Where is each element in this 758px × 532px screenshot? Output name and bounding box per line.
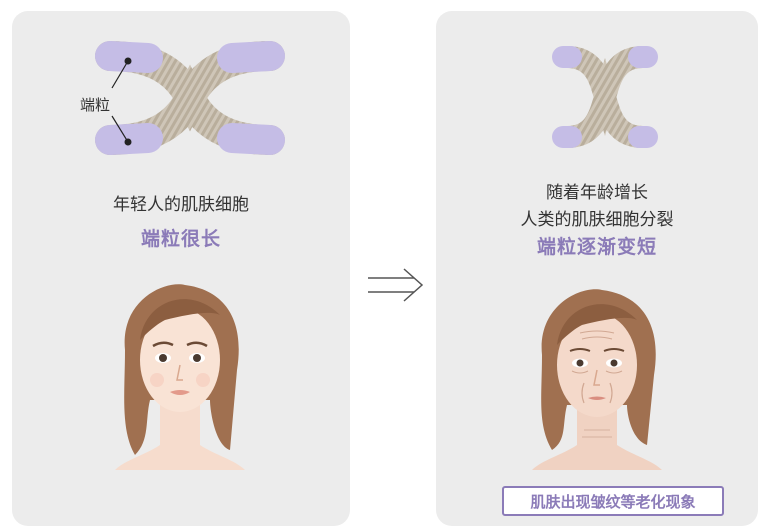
arrow-right-icon — [368, 268, 424, 302]
telomere-label: 端粒 — [80, 96, 111, 114]
young-woman-face-icon — [115, 284, 245, 470]
chromosome-long-telomeres-icon — [95, 41, 285, 155]
short-telomeres-caption: 端粒逐渐变短 — [536, 236, 657, 258]
young-cell-caption: 年轻人的肌肤细胞 — [113, 195, 249, 215]
aging-caption-1: 随着年龄增长 — [546, 183, 648, 203]
aging-caption-2: 人类的肌肤细胞分裂 — [520, 210, 674, 230]
chromosome-short-telomeres-icon — [552, 46, 658, 148]
aged-woman-face-icon — [532, 289, 662, 470]
long-telomeres-caption: 端粒很长 — [140, 228, 221, 250]
aging-signs-tag: 肌肤出现皱纹等老化现象 — [502, 486, 724, 516]
aging-signs-text: 肌肤出现皱纹等老化现象 — [530, 492, 696, 511]
